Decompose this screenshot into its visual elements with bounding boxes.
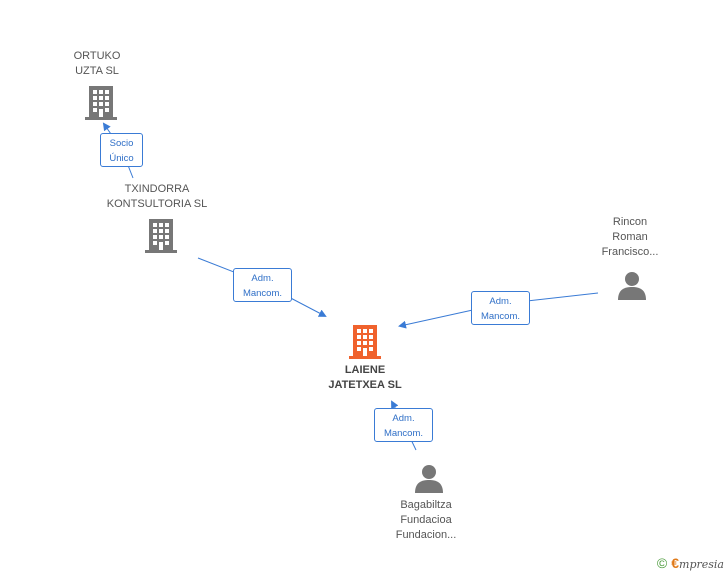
relation-label: Mancom. [383, 428, 424, 439]
node-label-line: LAIENE [344, 364, 386, 376]
relation-label: Mancom. [480, 311, 521, 322]
node-label-bagabiltza[interactable]: Bagabiltza Fundacioa Fundacion... [376, 498, 476, 543]
relation-socio-unico[interactable]: Socio Único [100, 133, 143, 167]
node-label-line: TXINDORRA [124, 183, 190, 195]
node-label-line: Fundacion... [395, 529, 457, 541]
node-label-rincon[interactable]: Rincon Roman Francisco... [590, 215, 670, 260]
node-label-laiene[interactable]: LAIENE JATETXEA SL [315, 363, 415, 393]
relation-label: Socio [109, 138, 134, 149]
node-label-line: Fundacioa [400, 514, 452, 526]
node-label-line: Roman [612, 231, 648, 243]
person-icon[interactable] [617, 270, 647, 300]
node-label-line: Bagabiltza [400, 499, 452, 511]
main-company-building-icon[interactable] [349, 323, 381, 359]
relation-label: Adm. [392, 413, 415, 424]
node-label-ortuko[interactable]: ORTUKO UZTA SL [57, 49, 137, 79]
relation-label: Adm. [489, 296, 512, 307]
person-icon[interactable] [414, 463, 444, 493]
footer-brand: ©€mpresia [657, 555, 724, 571]
node-label-line: KONTSULTORIA SL [106, 198, 208, 210]
relation-adm-mancom-rincon[interactable]: Adm. Mancom. [471, 291, 530, 325]
node-label-line: Francisco... [601, 246, 659, 258]
building-icon[interactable] [145, 217, 177, 253]
node-label-line: ORTUKO [73, 50, 121, 62]
relation-label: Único [109, 153, 134, 164]
node-label-line: JATETXEA SL [328, 379, 402, 391]
node-label-line: UZTA SL [75, 65, 119, 77]
empresia-logo-text: mpresia [679, 558, 724, 571]
relation-adm-mancom-bagabiltza[interactable]: Adm. Mancom. [374, 408, 433, 442]
empresia-logo-e: € [671, 555, 680, 571]
relation-adm-mancom-txindorra[interactable]: Adm. Mancom. [233, 268, 292, 302]
building-icon[interactable] [85, 84, 117, 120]
node-label-line: Rincon [612, 216, 648, 228]
relation-label: Adm. [251, 273, 274, 284]
relation-label: Mancom. [242, 288, 283, 299]
copyright-icon: © [656, 555, 668, 571]
node-label-txindorra[interactable]: TXINDORRA KONTSULTORIA SL [102, 182, 212, 212]
